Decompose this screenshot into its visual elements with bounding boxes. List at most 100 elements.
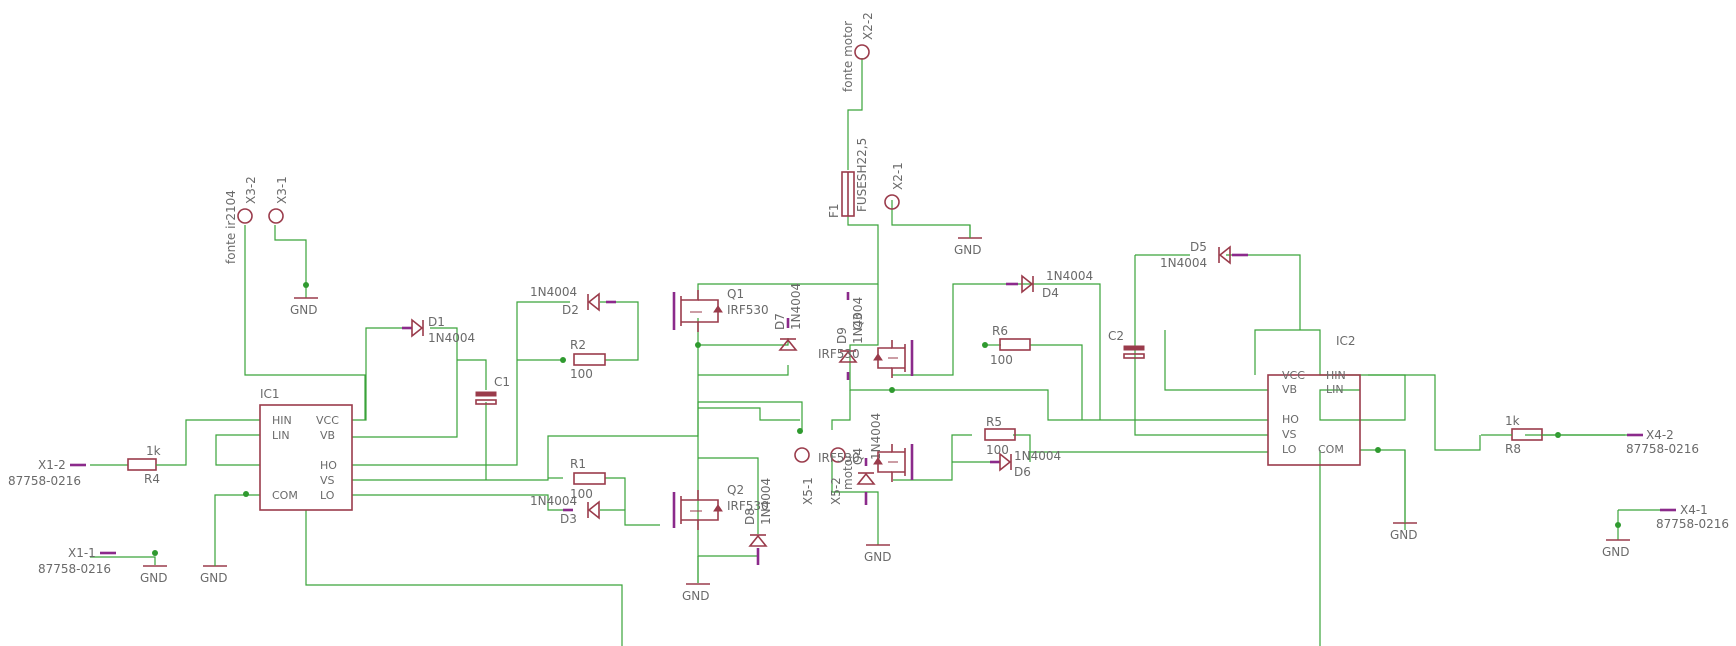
svg-text:HO: HO [1282,413,1299,426]
svg-text:X3-2: X3-2 [244,176,258,204]
svg-text:LO: LO [1282,443,1297,456]
connector-x4-1[interactable]: X4-1 87758-0216 [1656,503,1729,531]
connector-x1-2[interactable]: X1-2 87758-0216 [8,458,86,488]
diode-d6[interactable]: 1N4004 D6 [990,449,1061,479]
svg-text:fonte motor: fonte motor [841,21,855,92]
diode-d8-lower[interactable]: 1N4004 [856,413,883,505]
capacitor-c2[interactable]: C2 [1108,329,1145,359]
svg-text:1N4004: 1N4004 [1160,256,1207,270]
svg-text:GND: GND [1602,545,1630,559]
svg-text:Q2: Q2 [727,483,744,497]
svg-text:D2: D2 [562,303,579,317]
svg-text:IC1: IC1 [260,387,280,401]
connector-x4-2[interactable]: X4-2 87758-0216 [1626,428,1699,456]
resistor-r8[interactable]: 1k R8 [1481,414,1627,456]
svg-text:VCC: VCC [316,414,339,427]
diode-d2[interactable]: 1N4004 D2 [530,285,616,317]
gnd-symbol: GND [140,565,168,585]
svg-text:GND: GND [954,243,982,257]
svg-text:1N4004: 1N4004 [530,285,577,299]
svg-text:fonte ir2104: fonte ir2104 [224,190,238,264]
svg-text:R6: R6 [992,324,1008,338]
svg-text:100: 100 [986,443,1009,457]
svg-text:VCC: VCC [1282,369,1305,382]
mosfet-q1[interactable]: Q1 IRF530 [672,287,769,332]
mosfet-q2[interactable]: Q2 IRF530 [672,483,769,530]
connector-x1-1[interactable]: X1-1 87758-0216 [38,546,116,576]
svg-text:1N4004: 1N4004 [428,331,475,345]
svg-text:1N4004: 1N4004 [1046,269,1093,283]
svg-text:87758-0216: 87758-0216 [1626,442,1699,456]
svg-text:87758-0216: 87758-0216 [1656,517,1729,531]
svg-text:D4: D4 [1042,286,1059,300]
resistor-r6[interactable]: R6 100 [990,324,1031,367]
connector-x3-1[interactable]: X3-1 [268,176,289,224]
svg-text:D1: D1 [428,315,445,329]
gnd-symbol: GND [954,225,982,257]
svg-text:GND: GND [140,571,168,585]
svg-text:IRF530: IRF530 [727,303,769,317]
svg-text:GND: GND [290,303,318,317]
diode-d8[interactable]: D8 1N4004 [743,478,773,565]
svg-text:1N4004: 1N4004 [789,283,803,330]
svg-text:X4-1: X4-1 [1680,503,1708,517]
connector-x3-2[interactable]: X3-2 fonte ir2104 [224,176,258,264]
svg-text:1N4004: 1N4004 [851,297,865,344]
svg-text:X5-2: X5-2 [829,477,843,505]
svg-text:LIN: LIN [272,429,290,442]
svg-text:D3: D3 [560,512,577,526]
ic2[interactable]: IC2 VCC VB HO VS LO HIN LIN COM [1267,334,1361,466]
svg-text:1N4004: 1N4004 [1014,449,1061,463]
connector-x2-1[interactable]: X2-1 [884,162,905,210]
svg-text:X3-1: X3-1 [275,176,289,204]
svg-text:100: 100 [570,487,593,501]
svg-text:D6: D6 [1014,465,1031,479]
connector-x5-2[interactable]: X5-2 motor [829,447,855,505]
svg-text:C2: C2 [1108,329,1124,343]
diode-d1[interactable]: D1 1N4004 [402,315,475,345]
svg-text:VB: VB [320,429,335,442]
gnd-symbol: GND [290,297,318,317]
connector-x2-2[interactable]: X2-2 fonte motor [841,12,875,92]
svg-text:87758-0216: 87758-0216 [38,562,111,576]
svg-text:1N4004: 1N4004 [530,494,577,508]
svg-text:X2-2: X2-2 [861,12,875,40]
connector-x5-1[interactable]: X5-1 [794,447,815,505]
svg-text:1k: 1k [146,444,161,458]
gnd-symbol: GND [1390,450,1418,542]
svg-text:D7: D7 [773,313,787,330]
diode-d3[interactable]: 1N4004 D3 [530,494,600,526]
fuse-f1[interactable]: F1 FUSESH22,5 [827,138,869,218]
diode-d7[interactable]: D7 1N4004 [773,283,803,351]
svg-text:IRF530: IRF530 [818,347,860,361]
wires [90,58,1660,646]
svg-text:HIN: HIN [1326,369,1346,382]
diode-d5[interactable]: D5 1N4004 [1160,240,1248,270]
svg-text:R5: R5 [986,415,1002,429]
diode-d9[interactable]: D9 1N4004 [835,292,865,380]
svg-text:D8: D8 [743,508,757,525]
resistor-r5[interactable]: R5 100 [984,415,1016,457]
svg-text:X2-1: X2-1 [891,162,905,190]
svg-text:C1: C1 [494,375,510,389]
resistor-r4[interactable]: 1k R4 [127,444,182,486]
svg-text:R4: R4 [144,472,160,486]
ic1[interactable]: IC1 HIN LIN COM VCC VB HO VS LO [259,387,353,511]
resistor-r1[interactable]: R1 100 [570,457,606,501]
svg-text:R1: R1 [570,457,586,471]
diode-d4[interactable]: 1N4004 D4 [1006,269,1093,300]
svg-text:COM: COM [1318,443,1344,456]
svg-text:100: 100 [990,353,1013,367]
gnd-symbol: GND [682,583,710,603]
svg-text:R2: R2 [570,338,586,352]
capacitor-c1[interactable]: C1 [475,375,510,405]
junctions [152,282,1621,556]
svg-text:100: 100 [570,367,593,381]
mosfet-q4[interactable]: Q4 IRF530 [818,444,914,482]
resistor-r2[interactable]: R2 100 [570,338,606,381]
svg-text:1N4004: 1N4004 [759,478,773,525]
ground-symbols: GND GND GND GND GND GND GND GND [140,225,1630,603]
gnd-symbol: GND [200,560,228,585]
mosfet-q3[interactable]: Q3 IRF530 [818,313,914,378]
